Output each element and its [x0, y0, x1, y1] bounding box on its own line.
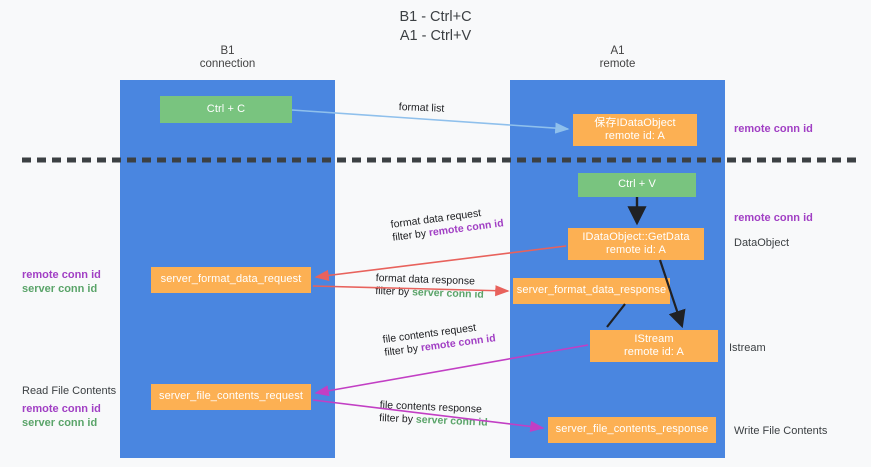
edge-label-format-list: format list — [399, 101, 445, 116]
edge-label-file-contents-request: file contents request filter by remote c… — [382, 319, 496, 359]
edge-label-file-contents-response: file contents response filter by server … — [379, 399, 489, 430]
node-ctrl-c[interactable]: Ctrl + C — [160, 96, 292, 123]
annotation-read-file-contents: Read File Contents — [22, 385, 117, 397]
node-save-idataobject[interactable]: 保存IDataObject remote id: A — [573, 114, 697, 146]
annotation-left-lower-remote-conn-id: remote conn id — [22, 403, 101, 415]
node-ctrl-v[interactable]: Ctrl + V — [578, 173, 696, 197]
diagram-title: B1 - Ctrl+C A1 - Ctrl+V — [399, 9, 472, 44]
annotation-remote-conn-id-mid: remote conn id — [734, 212, 813, 224]
filter-prefix: filter by — [378, 411, 417, 426]
edge-label-format-data-request: format data request filter by remote con… — [390, 204, 504, 244]
annotation-left-lower-server-conn-id: server conn id — [22, 417, 98, 429]
annotation-dataobject: DataObject — [734, 237, 790, 249]
column-header-b1: B1 connection — [199, 45, 256, 70]
edge-label-format-list-text: format list — [398, 101, 445, 115]
annotation-istream: Istream — [729, 342, 766, 354]
node-idataobject-getdata[interactable]: IDataObject::GetData remote id: A — [568, 228, 704, 260]
edge-label-format-data-response-filter: filter by server conn id — [375, 285, 484, 302]
annotation-left-upper-remote-conn-id: remote conn id — [22, 269, 101, 281]
node-istream[interactable]: IStream remote id: A — [590, 330, 718, 362]
filter-value-server-conn-id: server conn id — [415, 413, 488, 429]
edge-label-format-data-response: format data response filter by server co… — [375, 272, 484, 302]
annotation-remote-conn-id-top: remote conn id — [734, 123, 813, 135]
node-server-file-contents-response[interactable]: server_file_contents_response — [548, 417, 716, 443]
annotation-write-file-contents: Write File Contents — [734, 425, 828, 437]
node-server-format-data-response[interactable]: server_format_data_response — [513, 278, 670, 304]
node-server-file-contents-request[interactable]: server_file_contents_request — [151, 384, 311, 410]
filter-value-server-conn-id: server conn id — [411, 286, 485, 301]
node-server-format-data-request[interactable]: server_format_data_request — [151, 267, 311, 293]
filter-prefix: filter by — [375, 284, 413, 299]
column-header-a1: A1 remote — [599, 45, 636, 70]
annotation-left-upper-server-conn-id: server conn id — [22, 283, 98, 295]
